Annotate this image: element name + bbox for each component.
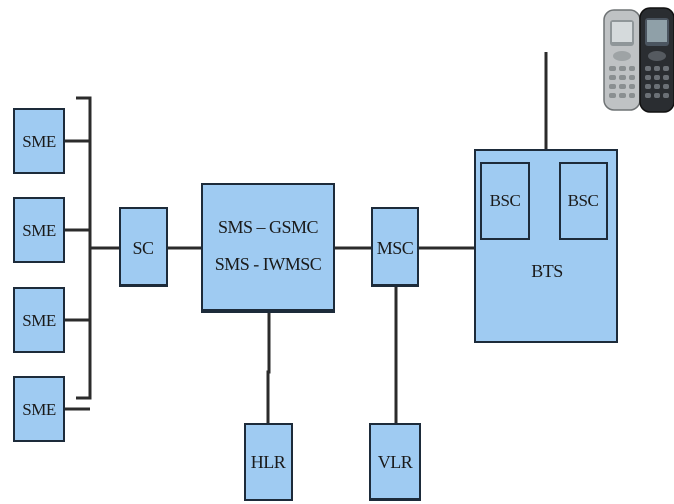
- sc-node: SC: [119, 207, 168, 287]
- sme1-label: SME: [22, 132, 56, 151]
- bsc-left-node: BSC: [480, 162, 530, 240]
- sme2-label: SME: [22, 221, 56, 240]
- sme-node-3: SME: [13, 287, 65, 353]
- sms-gmsc-label: SMS – GSMC: [218, 217, 319, 237]
- vlr-label: VLR: [378, 452, 413, 472]
- sme-node-2: SME: [13, 197, 65, 263]
- gmsc-to-hlr-link: [266, 312, 271, 424]
- bts-node: BSC BSC BTS: [474, 149, 618, 343]
- sme-bracket-line: [76, 96, 92, 400]
- sc-label: SC: [132, 238, 154, 258]
- connectors: [64, 52, 548, 424]
- bsc-left-label: BSC: [490, 191, 521, 210]
- mobile-phone-silver-icon: [603, 9, 641, 111]
- sme-node-1: SME: [13, 108, 65, 174]
- bsc-right-node: BSC: [559, 162, 608, 240]
- vlr-node: VLR: [369, 423, 421, 501]
- bts-label: BTS: [531, 261, 563, 281]
- sms-gmsc-iwmsc-node: SMS – GSMC SMS - IWMSC: [201, 183, 335, 313]
- msc-label: MSC: [377, 238, 414, 258]
- sme3-label: SME: [22, 311, 56, 330]
- sme-node-4: SME: [13, 376, 65, 442]
- sms-iwmsc-label: SMS - IWMSC: [215, 254, 322, 274]
- sme4-label: SME: [22, 400, 56, 419]
- mobile-phone-dark-icon: [639, 7, 674, 113]
- hlr-label: HLR: [251, 452, 286, 472]
- hlr-node: HLR: [244, 423, 293, 501]
- msc-node: MSC: [371, 207, 419, 287]
- bsc-right-label: BSC: [568, 191, 599, 210]
